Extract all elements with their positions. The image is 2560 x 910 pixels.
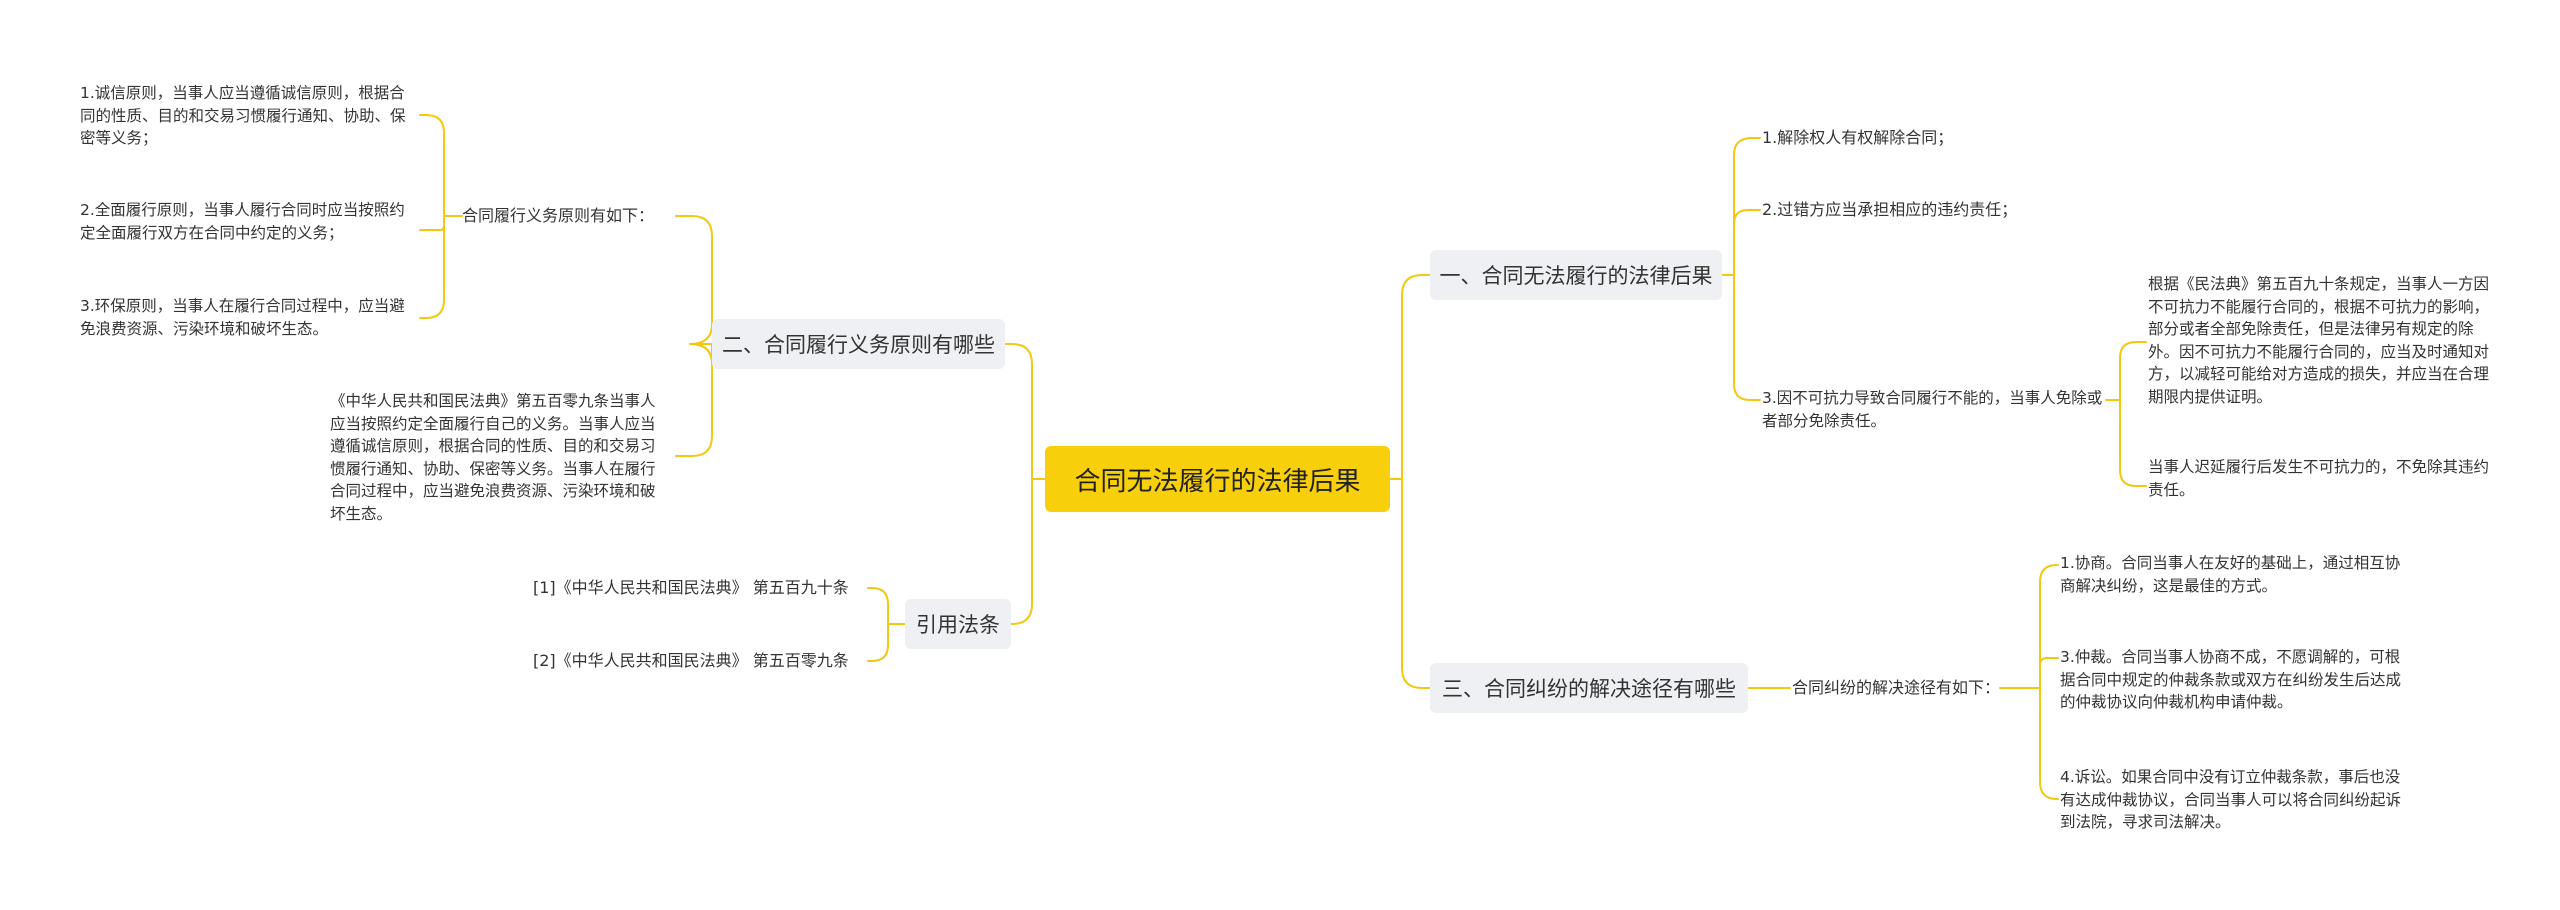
connector-citations	[867, 587, 906, 662]
connector-consequences	[1721, 137, 1761, 401]
principle-item-environmental[interactable]: 3.环保原则，当事人在履行合同过程中，应当避免浪费资源、污染环境和破坏生态。	[80, 297, 405, 338]
citation-item-2[interactable]: [2]《中华人民共和国民法典》 第五百零九条	[533, 651, 849, 670]
connector-principles-items	[419, 114, 463, 319]
citation-item-1[interactable]: [1]《中华人民共和国民法典》 第五百九十条	[533, 578, 849, 597]
connector-root-right	[1389, 274, 1431, 689]
branch-citations[interactable]: 引用法条	[905, 599, 1011, 649]
branch-consequences[interactable]: 一、合同无法履行的法律后果	[1430, 250, 1722, 300]
dispute-item-litigation[interactable]: 4.诉讼。如果合同中没有订立仲裁条款，事后也没有达成仲裁协议，合同当事人可以将合…	[2060, 768, 2402, 831]
principles-legal-basis[interactable]: 《中华人民共和国民法典》第五百零九条当事人应当按照约定全面履行自己的义务。当事人…	[330, 392, 656, 523]
principles-intro[interactable]: 合同履行义务原则有如下：	[462, 206, 655, 225]
consequence-item-2[interactable]: 2.过错方应当承担相应的违约责任；	[1762, 200, 2018, 219]
connector-dispute	[1747, 564, 2059, 800]
dispute-intro[interactable]: 合同纠纷的解决途径有如下：	[1792, 678, 2001, 697]
consequence-item-3[interactable]: 3.因不可抗力导致合同履行不能的，当事人免除或者部分免除责任。	[1762, 389, 2103, 430]
force-majeure-detail-1[interactable]: 根据《民法典》第五百九十条规定，当事人一方因不可抗力不能履行合同的，根据不可抗力…	[2148, 275, 2490, 406]
principle-item-good-faith[interactable]: 1.诚信原则，当事人应当遵循诚信原则，根据合同的性质、目的和交易习惯履行通知、协…	[80, 84, 406, 147]
dispute-item-arbitration[interactable]: 3.仲裁。合同当事人协商不成，不愿调解的，可根据合同中规定的仲裁条款或双方在纠纷…	[2060, 648, 2402, 711]
dispute-item-negotiation[interactable]: 1.协商。合同当事人在友好的基础上，通过相互协商解决纠纷，这是最佳的方式。	[2060, 554, 2401, 595]
connector-root-left	[1004, 343, 1046, 625]
force-majeure-detail-2[interactable]: 当事人迟延履行后发生不可抗力的，不免除其违约责任。	[2148, 458, 2490, 499]
root-node[interactable]: 合同无法履行的法律后果	[1045, 446, 1390, 512]
connector-force-majeure	[2105, 341, 2147, 487]
principle-item-full-performance[interactable]: 2.全面履行原则，当事人履行合同时应当按照约定全面履行双方在合同中约定的义务；	[80, 201, 405, 242]
branch-dispute-resolution[interactable]: 三、合同纠纷的解决途径有哪些	[1430, 663, 1748, 713]
consequence-item-1[interactable]: 1.解除权人有权解除合同；	[1762, 128, 1954, 147]
branch-performance-principles[interactable]: 二、合同履行义务原则有哪些	[712, 319, 1005, 369]
